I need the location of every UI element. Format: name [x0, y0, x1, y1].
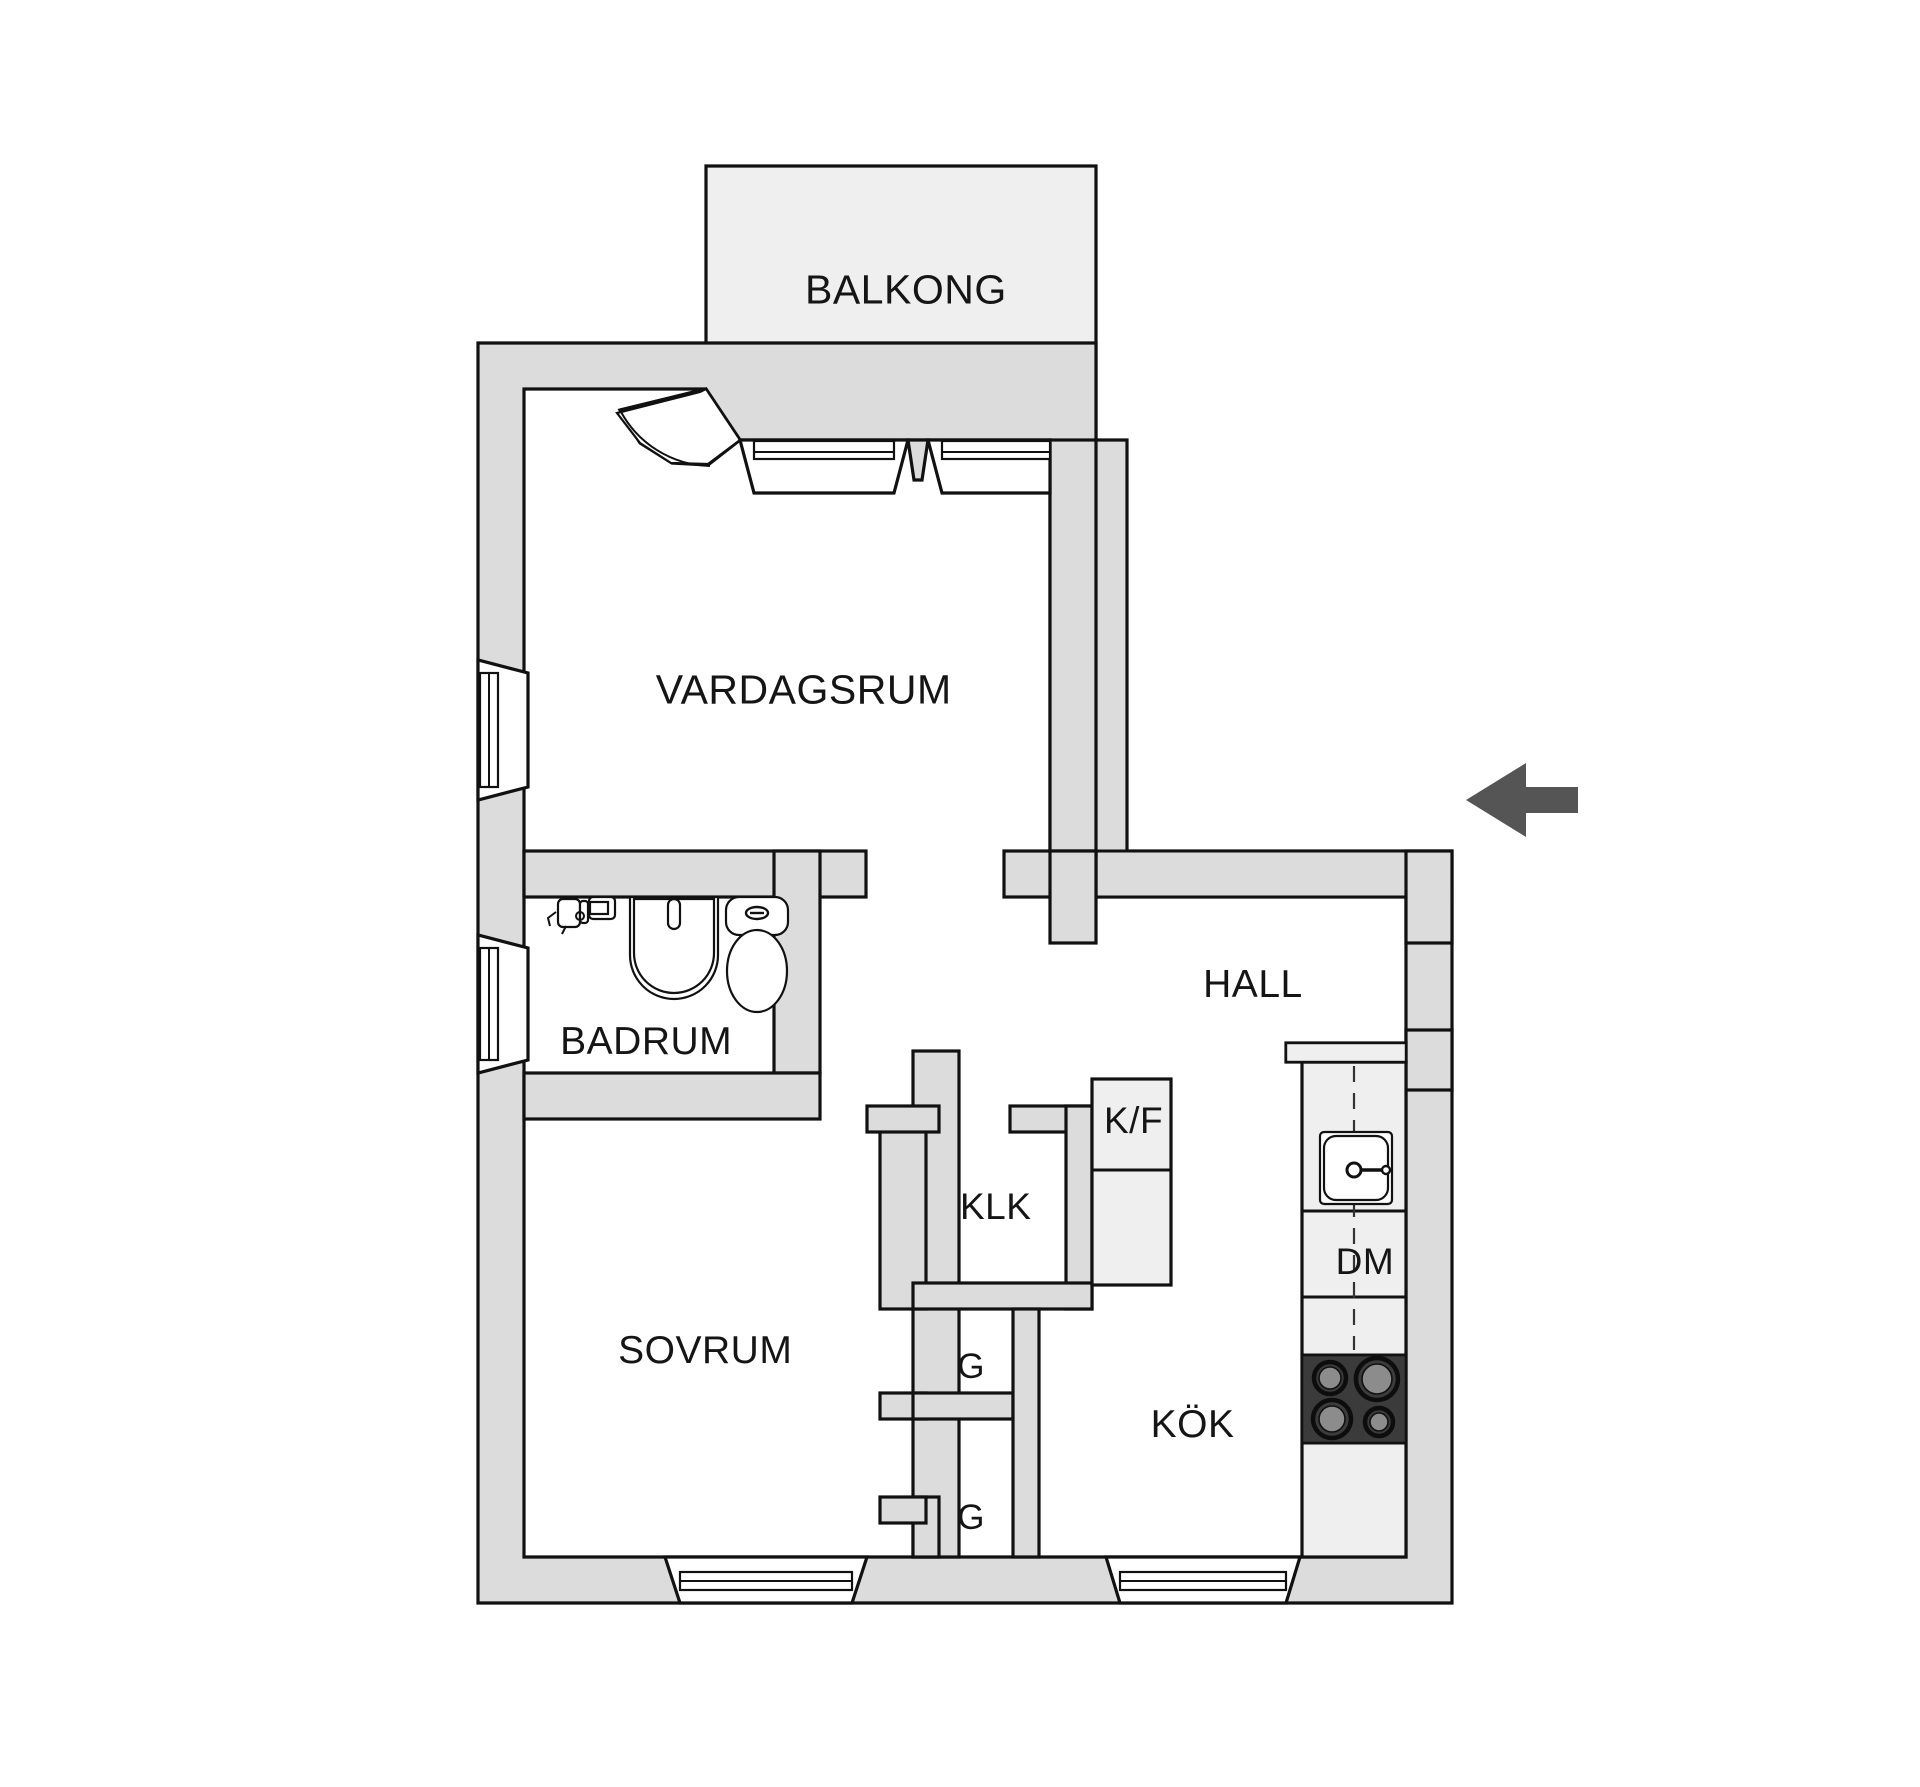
window-bath-west — [476, 932, 530, 1076]
window-living-west — [476, 657, 530, 803]
toilet-icon — [724, 895, 790, 1014]
wall-structure — [476, 341, 1454, 1605]
fridge-freezer-unit — [1090, 1077, 1173, 1287]
sink-icon — [628, 895, 720, 1001]
entrance-arrow — [1466, 763, 1578, 837]
window-mullion-balcony — [906, 438, 930, 482]
window-balcony-right — [925, 438, 1052, 495]
window-kitchen-south — [1103, 1555, 1303, 1605]
kitchen-counter — [1284, 1041, 1408, 1559]
shower-mixer-icon — [546, 895, 617, 935]
kitchen-sink-icon — [1318, 1130, 1394, 1206]
bathroom-fixtures — [546, 895, 790, 1014]
window-bedroom-south — [662, 1555, 870, 1605]
window-balcony-left — [737, 438, 911, 495]
stove-icon — [1300, 1353, 1408, 1445]
